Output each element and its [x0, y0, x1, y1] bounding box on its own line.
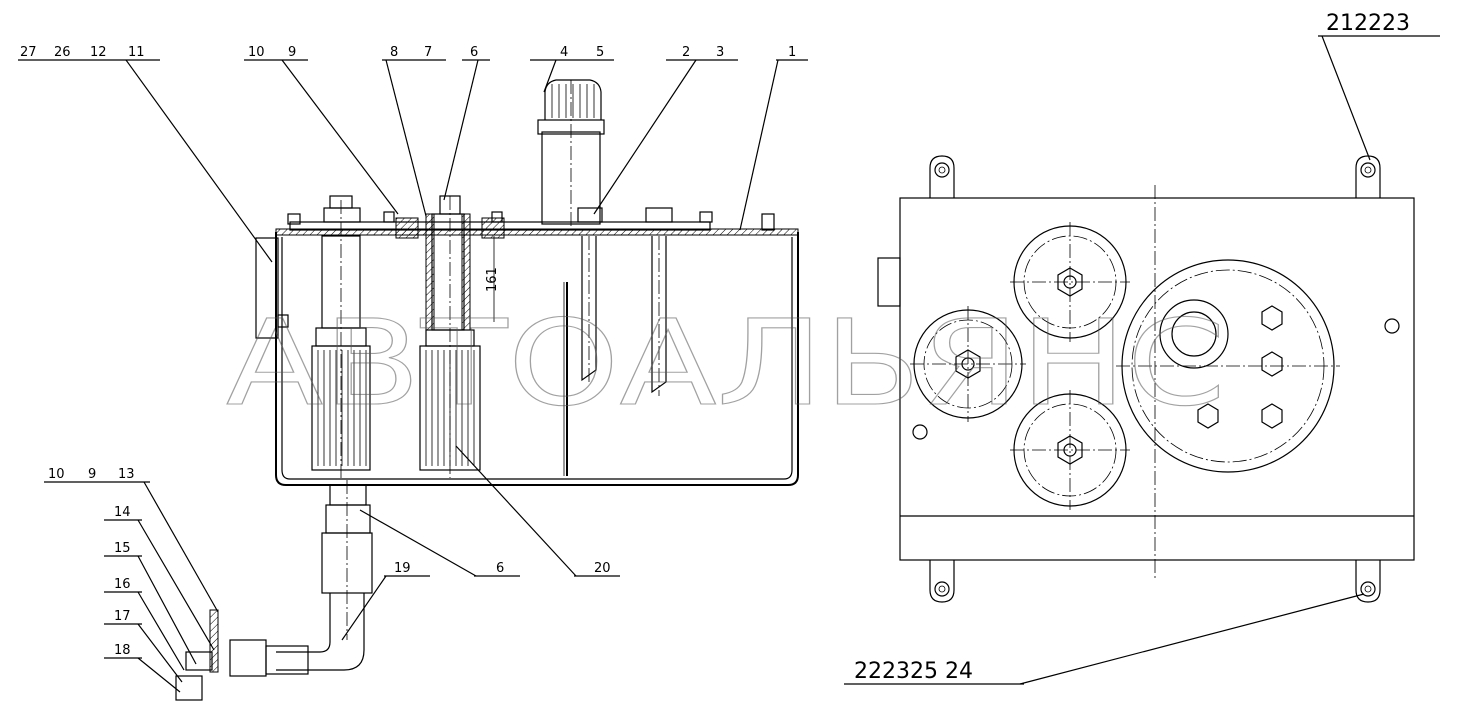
callout-4: 4: [560, 45, 568, 60]
callout-20: 20: [594, 561, 611, 576]
side-box: [255, 237, 279, 339]
callout-2: 2: [682, 45, 690, 60]
watermark: АВТОАЛЬЯНС: [226, 294, 1226, 432]
callout-9b: 9: [88, 467, 96, 482]
callout-222325-24: 222325 24: [854, 659, 973, 684]
callout-6b: 6: [496, 561, 504, 576]
callout-19: 19: [394, 561, 411, 576]
flange-bottom: [1010, 390, 1130, 510]
bolt-head-right: [645, 207, 673, 223]
callout-labels: 27 26 12 11 10 9 8 7 6 4 5 2 3 1 10 9 13…: [20, 11, 1410, 684]
plug-left: [912, 424, 928, 440]
callout-17: 17: [114, 609, 131, 624]
mounting-lugs: [929, 155, 1381, 603]
callout-15: 15: [114, 541, 131, 556]
callout-10b: 10: [48, 467, 65, 482]
callout-212223: 212223: [1326, 11, 1410, 36]
dimension-text: 161: [485, 267, 500, 292]
callout-10: 10: [248, 45, 265, 60]
clamp-1: [395, 217, 419, 239]
callout-18: 18: [114, 643, 131, 658]
outlet-nut: [325, 504, 371, 534]
callout-6: 6: [470, 45, 478, 60]
elbow: [185, 651, 213, 671]
tank-inner-wall: [281, 237, 793, 480]
hose-outer: [276, 593, 331, 653]
flange-left: [323, 207, 361, 223]
flange-left: [910, 306, 1026, 422]
callout-12: 12: [90, 45, 107, 60]
callout-5: 5: [596, 45, 604, 60]
callout-1: 1: [788, 45, 796, 60]
tank-top-view: [877, 155, 1415, 603]
tank-body: [275, 232, 799, 486]
callout-8: 8: [390, 45, 398, 60]
side-fitting: [277, 314, 289, 328]
breather-base: [577, 207, 603, 223]
elbow-nut: [229, 639, 267, 677]
flange-top: [1010, 222, 1130, 342]
callout-11: 11: [128, 45, 145, 60]
flange-large: [1116, 259, 1340, 473]
callout-13: 13: [118, 467, 135, 482]
bracket: [209, 609, 219, 673]
side-box-top: [877, 257, 901, 307]
leader-lines: [18, 35, 1440, 693]
callout-7: 7: [424, 45, 432, 60]
callout-16: 16: [114, 577, 131, 592]
plug-right: [1384, 318, 1400, 334]
callout-26: 26: [54, 45, 71, 60]
tank-cover: [275, 228, 799, 236]
outlet-fitting: [329, 484, 367, 506]
callout-3: 3: [716, 45, 724, 60]
top-view-outline: [899, 197, 1415, 561]
hose-inner: [276, 593, 365, 671]
callout-27: 27: [20, 45, 37, 60]
callout-14: 14: [114, 505, 131, 520]
clamp-2: [481, 217, 505, 239]
callout-9: 9: [288, 45, 296, 60]
filler-cap-ribs: [551, 84, 595, 118]
filter-left-ribs: [317, 350, 367, 466]
